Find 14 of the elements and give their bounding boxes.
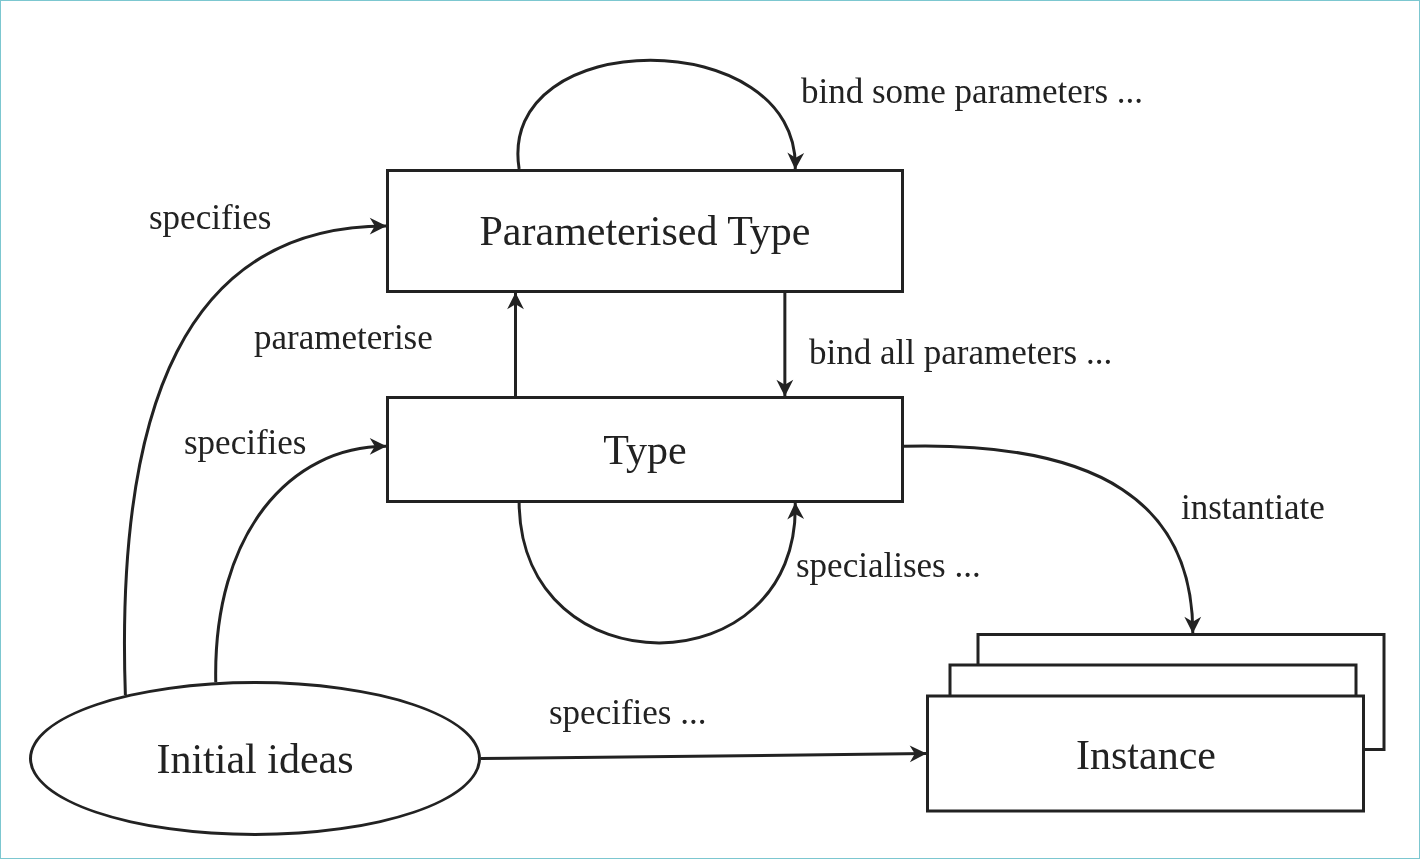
node-label: Parameterised Type [479,207,811,255]
process-box [386,169,904,293]
arrow [123,218,387,696]
arrow [214,439,387,683]
node-label: Instance [1076,731,1216,779]
arrow [904,444,1201,634]
node-label: Type [603,425,687,474]
arrow [517,58,802,170]
arrow [481,745,927,763]
arrow [517,502,802,645]
arrow [507,292,524,396]
process-box [386,396,904,503]
node-label: Initial ideas [156,734,354,783]
arrow [776,293,794,397]
